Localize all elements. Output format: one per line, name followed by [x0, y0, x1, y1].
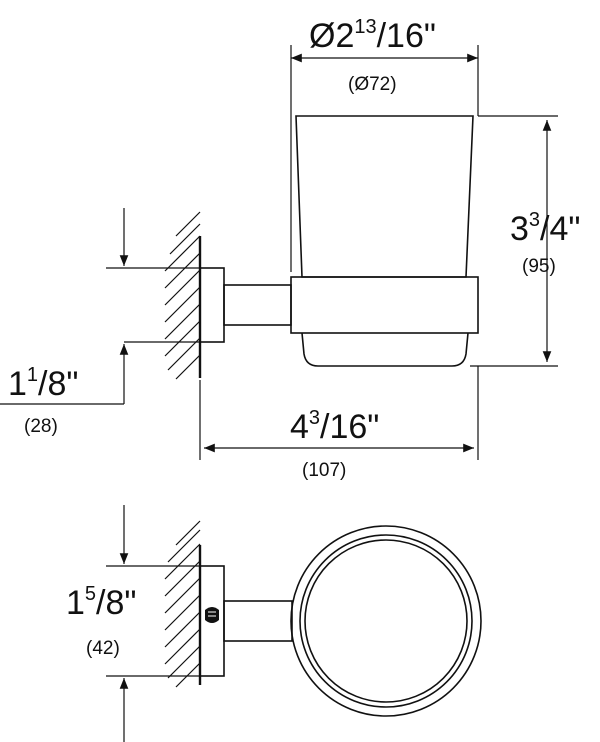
projection-label: 43/16"	[290, 407, 379, 446]
wall-hatching	[164, 211, 201, 380]
flange-top-mm: (42)	[86, 638, 120, 659]
flange-side-dimension: 11/8" (28)	[0, 208, 200, 437]
wall-flange	[199, 267, 225, 343]
brand-logo-mark	[205, 607, 219, 623]
glass-rim-top	[304, 539, 468, 703]
diameter-dimension: Ø213/16" (Ø72)	[290, 16, 479, 272]
flange-top-dimension: 15/8" (42)	[66, 505, 200, 742]
diameter-mm: (Ø72)	[348, 74, 397, 95]
height-label: 33/4"	[510, 209, 580, 248]
holder-ring	[290, 276, 479, 334]
diameter-label: Ø213/16"	[309, 16, 436, 55]
holder-arm	[223, 284, 292, 326]
holder-arm-top	[223, 600, 293, 642]
side-view: Ø213/16" (Ø72) 33/4" (95) 43/16" (107)	[0, 16, 580, 481]
flange-side-label: 11/8"	[8, 364, 78, 403]
top-view: 15/8" (42)	[66, 505, 482, 742]
flange-side-mm: (28)	[24, 416, 58, 437]
height-dimension: 33/4" (95)	[470, 115, 580, 367]
holder-ring-inner	[299, 534, 473, 708]
glass-bottom	[301, 332, 469, 367]
glass-body	[295, 115, 474, 278]
height-mm: (95)	[522, 256, 556, 277]
flange-top-label: 15/8"	[66, 583, 136, 622]
holder-ring-outer	[290, 525, 482, 717]
projection-mm: (107)	[302, 460, 346, 481]
projection-dimension: 43/16" (107)	[199, 366, 479, 481]
wall-hatching-top	[164, 520, 201, 688]
